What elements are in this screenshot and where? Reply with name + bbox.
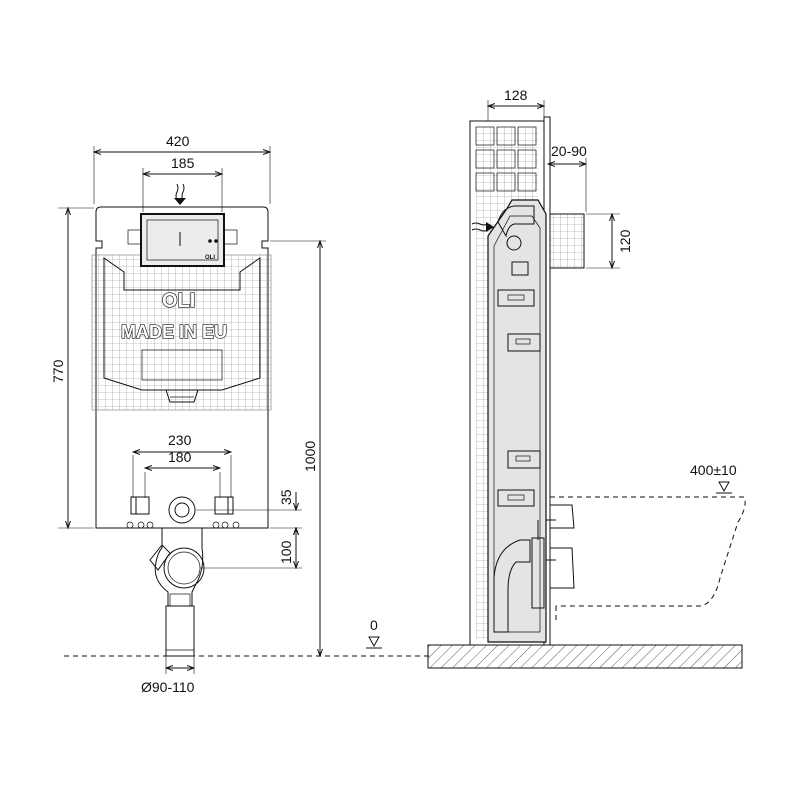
dim-frame-height: 770 (50, 359, 66, 383)
front-view: OLI OLI MADE IN EU (50, 133, 326, 695)
floor-level-triangle-icon (368, 636, 380, 648)
cistern-window (141, 349, 223, 381)
water-flow-arrow-icon-side (471, 222, 494, 232)
dim-total-height: 1000 (302, 441, 318, 472)
module-body (487, 199, 547, 643)
toilet-outline (550, 496, 746, 607)
drain-elbow (154, 527, 204, 607)
dim-flush-plate-width: 185 (171, 155, 195, 171)
frame-outline (95, 206, 269, 529)
dim-supply-height: 120 (617, 229, 633, 253)
dim-width-total: 420 (166, 133, 190, 149)
drain-outlet (168, 496, 196, 524)
supply-stub (549, 213, 585, 269)
tile-grid-top (475, 126, 537, 192)
floor-slab (427, 644, 743, 669)
side-brackets (497, 235, 541, 507)
side-view: 128 20-90 120 400±10 0 (366, 87, 746, 669)
right-mounting-bracket (214, 496, 234, 515)
cistern-outline (103, 257, 261, 391)
flush-button-right (223, 229, 238, 245)
dim-frame-depth: 128 (504, 87, 528, 103)
dim-bolt-spacing-outer: 230 (168, 432, 192, 448)
dim-drain-offset-upper: 35 (278, 489, 294, 505)
left-mounting-bracket (130, 496, 150, 515)
dim-bolt-spacing-inner: 180 (168, 449, 192, 465)
cistern-outlet (165, 389, 199, 403)
drain-bend (493, 539, 531, 633)
made-in-label: MADE IN EU (121, 322, 227, 342)
panel-small-label: OLI (205, 255, 215, 261)
level-triangle-icon (718, 481, 730, 493)
flush-button-left (127, 229, 142, 245)
drain-pipe (165, 605, 195, 657)
brand-logo: OLI (162, 290, 195, 312)
dim-wall-finish-range: 20-90 (551, 143, 587, 159)
dim-drain-offset-lower: 100 (278, 540, 294, 564)
floor-level-label: 0 (370, 617, 378, 633)
water-flow-arrow-icon (174, 183, 186, 205)
dim-pipe-diameter: Ø90-110 (141, 679, 195, 695)
dim-seat-height: 400±10 (690, 462, 737, 478)
